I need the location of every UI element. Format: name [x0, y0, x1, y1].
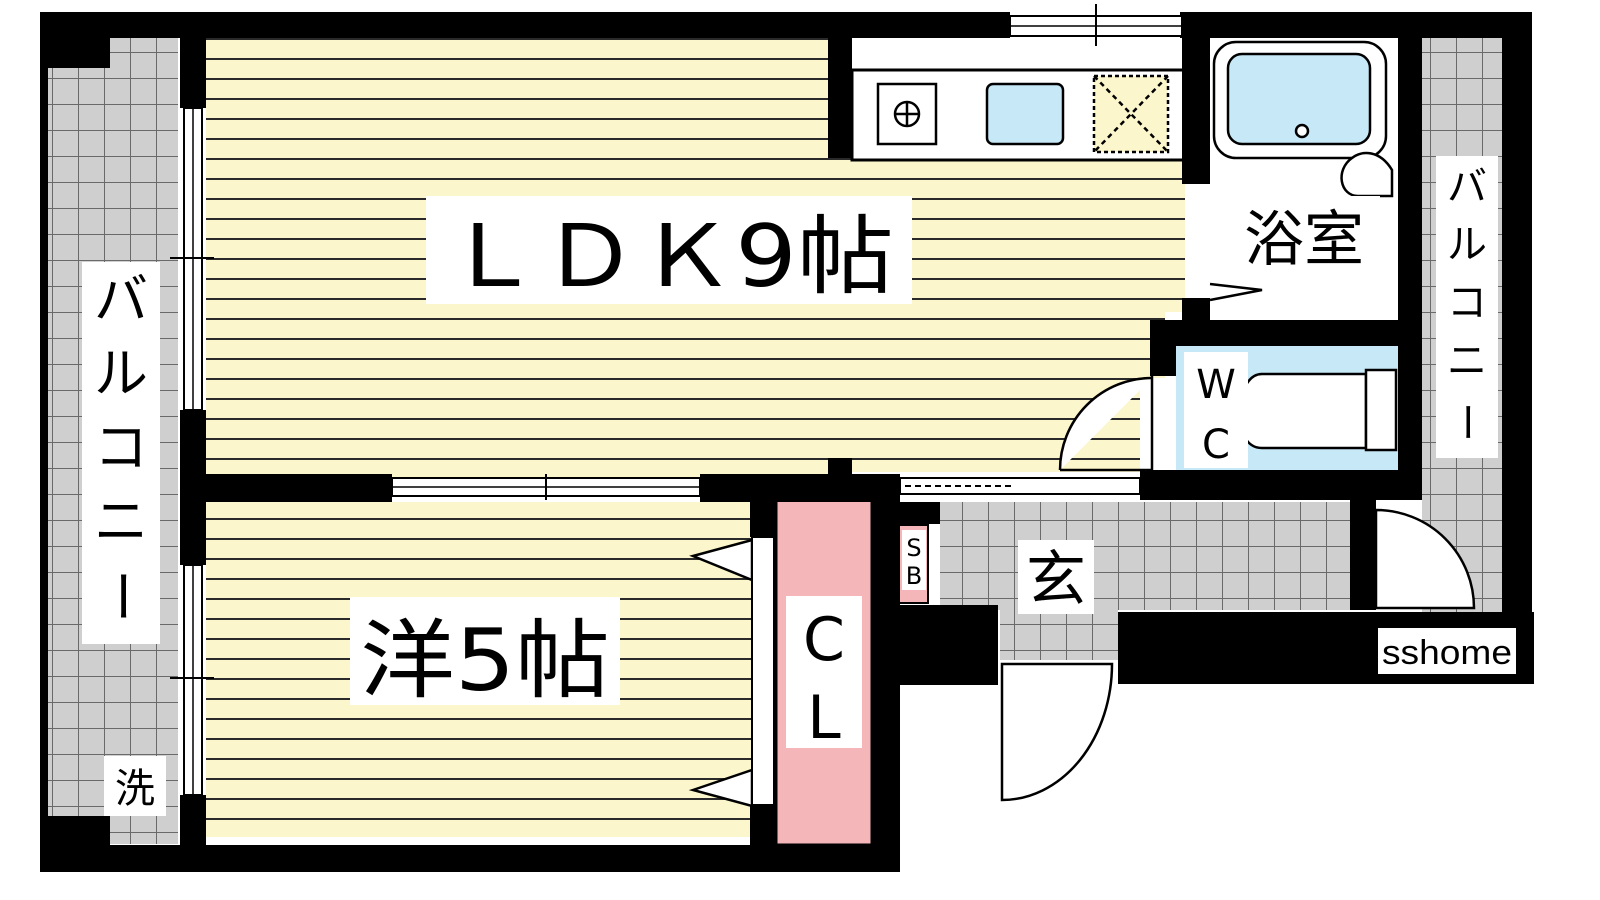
balcony-left-char-3: コ — [94, 416, 148, 479]
toilet-icon — [1238, 372, 1368, 450]
balcony-left-char-1: バ — [94, 268, 148, 331]
fixtures — [876, 40, 1398, 470]
laundry-label: 洗 — [115, 766, 155, 812]
fridge-space — [1092, 74, 1170, 154]
doors — [688, 282, 1476, 808]
brand-logo: sshome — [1382, 634, 1512, 672]
wc-label-top: W — [1196, 362, 1236, 408]
walls — [40, 12, 1534, 872]
balcony-left-char-2: ル — [94, 342, 148, 405]
balcony-right-char-5: ー — [1443, 402, 1489, 442]
front-door-swing — [1000, 662, 1114, 802]
sink-icon — [985, 82, 1065, 146]
balcony-right-char-3: コ — [1447, 280, 1487, 326]
balcony-right-char-4: ニ — [1447, 338, 1487, 384]
balcony-left-char-5: ー — [90, 569, 153, 623]
ldk-label: ＬＤＫ9帖 — [444, 207, 894, 307]
balcony-door-swing — [1374, 508, 1476, 610]
windows — [170, 4, 1183, 796]
balcony-left-char-4: ニ — [94, 490, 148, 553]
shoe-box-label-bottom: B — [906, 562, 922, 590]
closet-label-bottom: L — [807, 683, 841, 753]
bathroom-label: 浴室 — [1244, 205, 1364, 275]
balcony-right-char-1: バ — [1447, 164, 1487, 210]
western-room-label: 洋5帖 — [360, 611, 610, 711]
closet-label-top: C — [803, 605, 845, 675]
balcony-right-char-2: ル — [1447, 222, 1487, 268]
entrance-label: 玄 — [1026, 545, 1086, 615]
shoe-box-label-top: S — [906, 534, 921, 562]
wc-label-bottom: C — [1202, 422, 1230, 468]
labels: ＬＤＫ9帖 洋5帖 浴室 W C C L S B 玄 洗 バ ル コ ニ ー — [82, 156, 1516, 816]
